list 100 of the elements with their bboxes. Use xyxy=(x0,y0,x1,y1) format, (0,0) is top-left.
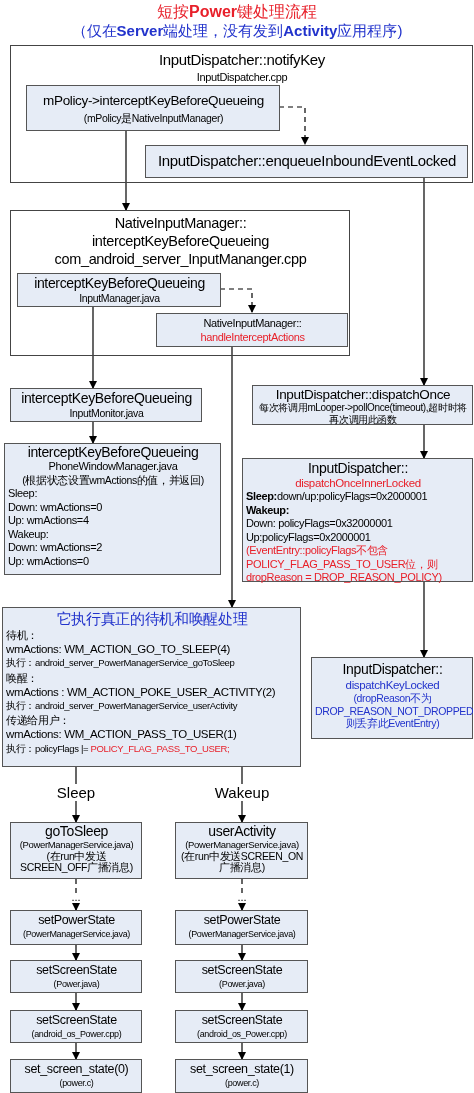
note-text: dispatchKeyLocked xyxy=(344,678,441,692)
arrow xyxy=(89,421,97,444)
arrow xyxy=(72,992,80,1011)
arrow xyxy=(238,992,246,1011)
function-name: setScreenState xyxy=(35,1013,118,1028)
function-name: setScreenState xyxy=(200,963,284,978)
function-name: InputDispatcher::enqueueInboundEventLocked xyxy=(156,151,457,171)
function-name: 它执行真正的待机和唤醒处理 xyxy=(55,610,249,628)
arrow xyxy=(122,129,130,211)
process-box xyxy=(242,458,473,582)
note-text: 每次将调用mLooper->pollOnce(timeout),超时时将再次调用此函数 xyxy=(258,402,468,426)
note-text: (在run中发送SCREEN_ON广播消息) xyxy=(179,850,305,874)
process-box xyxy=(175,910,308,945)
subtitle: （仅在Server端处理，没有发到Activity应用程序) xyxy=(70,22,404,41)
note-text: Up:policyFlags=0x2000001 xyxy=(246,530,372,544)
process-box xyxy=(26,85,280,131)
note-text: (Power.java) xyxy=(218,978,266,991)
arrow xyxy=(72,944,80,961)
note-text: (PowerManagerService.java) xyxy=(187,928,297,941)
function-name: InputDispatcher:: xyxy=(307,460,409,476)
note-text: wmActions: WM_ACTION_PASS_TO_USER(1) xyxy=(6,727,238,742)
function-name: goToSleep xyxy=(44,824,109,839)
function-name: InputDispatcher:: xyxy=(341,661,444,678)
note-text: (android_os_Power.cpp) xyxy=(30,1028,123,1041)
process-box xyxy=(175,1059,308,1093)
function-name: interceptKeyBeforeQueueing xyxy=(20,390,193,407)
function-name: setScreenState xyxy=(200,1013,284,1028)
process-box xyxy=(175,822,308,879)
function-name: set_screen_state(0) xyxy=(23,1062,130,1077)
title: 短按Power键处理流程 xyxy=(156,2,318,22)
process-box xyxy=(175,960,308,993)
note-text: 执行：android_server_PowerManagerService_userActivity xyxy=(6,699,239,713)
function-name: NativeInputManager:: interceptKeyBeforeQueueing xyxy=(90,214,271,250)
note-text: Up: wmActions=4 xyxy=(8,514,90,528)
process-box xyxy=(252,385,473,425)
function-name: setPowerState xyxy=(37,913,116,928)
note-text: InputManager.java xyxy=(78,292,161,305)
function-name: setScreenState xyxy=(35,963,118,978)
note-text: 传递给用户： xyxy=(6,713,71,728)
process-box xyxy=(17,273,221,307)
process-box xyxy=(311,657,473,739)
process-box xyxy=(10,388,202,422)
arrow xyxy=(420,424,428,459)
process-box xyxy=(10,910,142,945)
function-name: interceptKeyBeforeQueueing xyxy=(26,445,200,460)
process-box xyxy=(10,960,142,993)
function-name: mPolicy->interceptKeyBeforeQueueing xyxy=(42,92,265,110)
note-text: Down: wmActions=0 xyxy=(8,500,103,514)
note-text: (PowerManagerService.java) xyxy=(18,839,135,850)
arrow xyxy=(420,176,428,386)
arrow xyxy=(89,305,97,389)
arrow xyxy=(238,944,246,961)
note-text: 唤醒： xyxy=(6,670,39,685)
function-name: NativeInputManager:: xyxy=(202,316,303,330)
process-box xyxy=(10,1059,142,1093)
note-text: PhoneWindowManager.java xyxy=(47,460,179,474)
note-text: 执行：android_server_PowerManagerService_goToSleep xyxy=(6,656,236,671)
arrow xyxy=(420,581,428,658)
function-name: interceptKeyBeforeQueueing xyxy=(33,275,206,292)
process-box xyxy=(156,313,348,347)
note-text: POLICY_FLAG_PASS_TO_USER; xyxy=(90,742,230,754)
arrow xyxy=(72,1042,80,1060)
process-box xyxy=(10,822,142,879)
note-text: Sleep:down/up:policyFlags=0x2000001 xyxy=(246,490,429,504)
note-text: wmActions : WM_ACTION_POKE_USER_ACTIVITY(2) xyxy=(6,684,277,699)
note-text: (EventEntry::policyFlags不包含POLICY_FLAG_PASS_TO_USER位，则dropReason = DROP_REASON_POLICY) xyxy=(246,544,443,585)
note-text: 执行：policyFlags |= xyxy=(6,742,89,754)
note-text: (PowerManagerService.java) xyxy=(22,928,131,941)
function-name: InputDispatcher::dispatchOnce xyxy=(274,387,452,402)
note-text: (power.c) xyxy=(58,1077,95,1090)
note-text: dispatchOnceInnerLocked xyxy=(294,476,422,490)
note-text: (power.c) xyxy=(224,1077,260,1090)
process-box xyxy=(175,1010,308,1043)
note-text: Wakeup: xyxy=(246,503,290,517)
process-box xyxy=(10,1010,142,1043)
note-text: (PowerManagerService.java) xyxy=(184,839,300,851)
note-text: 待机： xyxy=(6,628,39,643)
note-text: (mPolicy是NativeInputManager) xyxy=(82,111,225,125)
note-text: (android_os_Power.cpp) xyxy=(196,1028,288,1041)
note-text: Down: policyFlags=0x32000001 xyxy=(246,517,394,531)
function-name: set_screen_state(1) xyxy=(189,1062,295,1077)
function-name: userActivity xyxy=(207,824,277,839)
process-box xyxy=(145,145,468,178)
arrow xyxy=(238,878,246,911)
note-text: Down: wmActions=2 xyxy=(8,541,103,555)
note-text: Up: wmActions=0 xyxy=(8,554,90,568)
arrow xyxy=(238,1042,246,1060)
note-text: com_android_server_InputMananger.cpp xyxy=(53,250,308,268)
process-box xyxy=(2,607,301,767)
note-text: Wakeup: xyxy=(8,527,50,541)
note-text: (在run中发送SCREEN_OFF广播消息) xyxy=(19,850,134,874)
arrow xyxy=(72,878,80,911)
note-text: InputDispatcher.cpp xyxy=(195,70,289,84)
note-text: handleInterceptActions xyxy=(199,330,306,344)
note-text: wmActions: WM_ACTION_GO_TO_SLEEP(4) xyxy=(6,642,231,657)
arrow xyxy=(228,345,236,608)
arrow xyxy=(219,288,256,313)
process-box xyxy=(4,443,221,575)
group-box xyxy=(10,45,473,183)
group-box xyxy=(10,210,350,356)
